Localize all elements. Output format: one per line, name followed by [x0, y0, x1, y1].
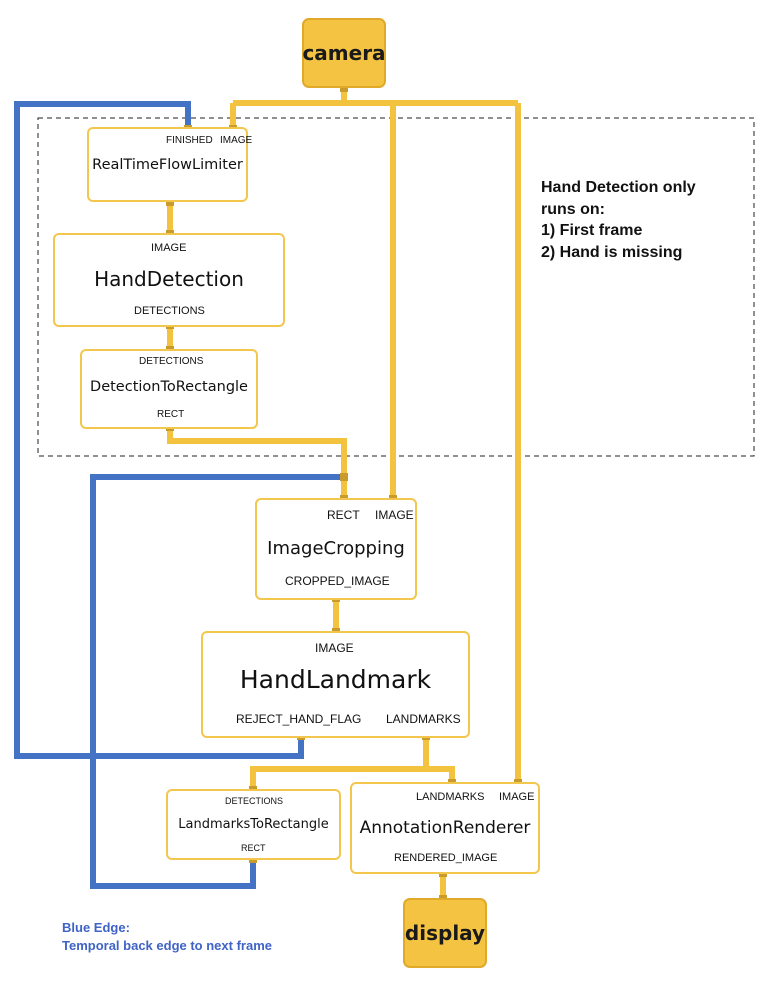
edge-landmarks-to-renderer: [426, 766, 455, 783]
hand-detection-region: [37, 117, 755, 457]
edge-landmarks-split: [250, 736, 429, 790]
detection-to-rectangle-detections-port: DETECTIONS: [139, 356, 204, 367]
camera-node[interactable]: camera: [302, 18, 386, 88]
edge-detectiontorect-to-imagecropping: [167, 427, 347, 499]
note-line-4: 2) Hand is missing: [541, 243, 683, 261]
landmarks-to-rectangle-detections-port: DETECTIONS: [225, 796, 284, 806]
image-cropping-node[interactable]: RECT IMAGE ImageCropping CROPPED_IMAGE: [255, 498, 417, 600]
legend-line-1: Blue Edge:: [62, 920, 130, 935]
note-line-1: Hand Detection only: [541, 179, 696, 196]
note-line-3: 1) First frame: [541, 222, 643, 239]
landmarks-to-rectangle-node[interactable]: DETECTIONS LandmarksToRectangle RECT: [166, 789, 341, 860]
annotation-renderer-title: AnnotationRenderer: [359, 818, 531, 838]
image-cropping-cropped-image-port: CROPPED_IMAGE: [285, 574, 390, 588]
hand-landmark-title: HandLandmark: [239, 665, 432, 694]
display-node[interactable]: display: [403, 898, 487, 968]
note-line-2: runs on:: [541, 200, 605, 218]
hand-landmark-landmarks-port: LANDMARKS: [386, 712, 461, 726]
back-edge-legend: Blue Edge: Temporal back edge to next fr…: [62, 919, 272, 955]
flow-limiter-title: RealTimeFlowLimiter: [92, 157, 243, 173]
back-edge-rect: [90, 474, 344, 889]
hand-landmark-reject-flag-port: REJECT_HAND_FLAG: [236, 712, 362, 726]
hand-detection-image-port: IMAGE: [151, 242, 187, 254]
detection-to-rectangle-rect-port: RECT: [157, 409, 185, 420]
display-label: display: [404, 921, 486, 945]
flow-limiter-node[interactable]: FINISHED IMAGE RealTimeFlowLimiter: [87, 127, 252, 202]
hand-detection-detections-port: DETECTIONS: [134, 305, 205, 317]
flow-limiter-image-port: IMAGE: [220, 135, 253, 146]
image-cropping-rect-port: RECT: [327, 508, 360, 522]
detection-to-rectangle-title: DetectionToRectangle: [90, 379, 248, 395]
annotation-renderer-image-port: IMAGE: [499, 791, 535, 803]
annotation-renderer-node[interactable]: LANDMARKS IMAGE AnnotationRenderer RENDE…: [350, 782, 540, 874]
landmarks-to-rectangle-title: LandmarksToRectangle: [178, 817, 329, 832]
annotation-renderer-rendered-image-port: RENDERED_IMAGE: [394, 852, 498, 864]
hand-detection-note: Hand Detection only runs on: 1) First fr…: [541, 177, 696, 263]
legend-line-2: Temporal back edge to next frame: [62, 938, 272, 953]
camera-label: camera: [302, 41, 386, 65]
annotation-renderer-landmarks-port: LANDMARKS: [416, 791, 485, 803]
hand-landmark-image-port: IMAGE: [315, 641, 354, 655]
image-cropping-image-port: IMAGE: [375, 508, 414, 522]
image-cropping-title: ImageCropping: [267, 538, 405, 559]
landmarks-to-rectangle-rect-port: RECT: [241, 843, 266, 853]
hand-landmark-node[interactable]: IMAGE HandLandmark REJECT_HAND_FLAG LAND…: [201, 631, 470, 738]
hand-detection-title: HandDetection: [94, 267, 244, 291]
flow-limiter-finished-port: FINISHED: [166, 135, 213, 146]
detection-to-rectangle-node[interactable]: DETECTIONS DetectionToRectangle RECT: [80, 349, 258, 429]
hand-detection-node[interactable]: IMAGE HandDetection DETECTIONS: [53, 233, 285, 327]
back-edge-reject-flag: [14, 101, 304, 759]
